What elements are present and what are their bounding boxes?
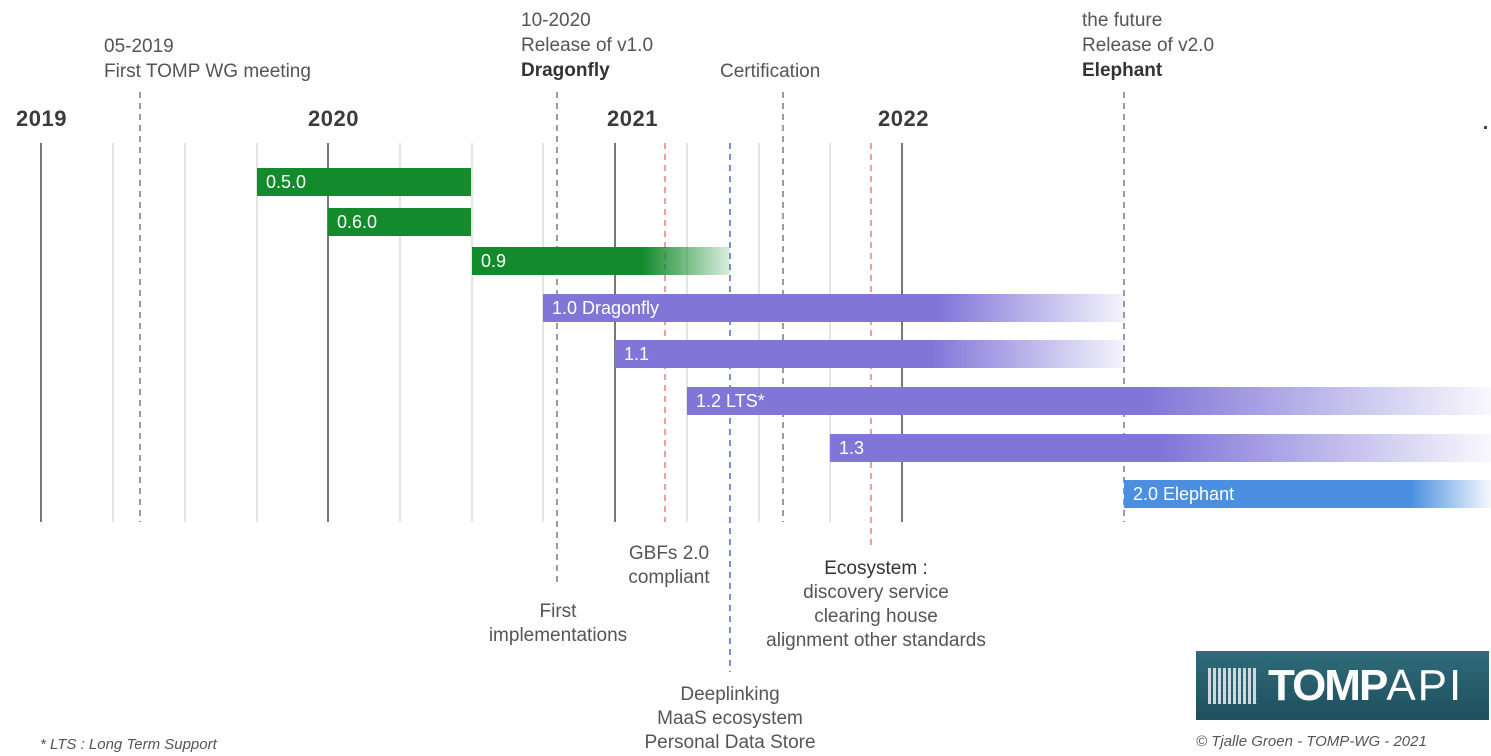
v1-release-label: 10-2020 Release of v1.0 Dragonfly [521,8,653,83]
version-bar-1-2-lts: 1.2 LTS* [687,387,1491,415]
logo-thin-text: API [1386,660,1464,710]
version-bar-1-0-dragonfly: 1.0 Dragonfly [543,294,1125,322]
year-label-2022: 2022 [878,106,929,131]
note-line: implementations [488,625,628,646]
first-meeting-date: 05-2019 [104,36,174,57]
version-bar-0-6-0: 0.6.0 [328,208,471,236]
version-label: 1.2 LTS* [696,390,765,411]
note-line: Deeplinking [680,684,780,705]
first-meeting-text: First TOMP WG meeting [104,61,311,82]
note-line: MaaS ecosystem [657,708,803,729]
version-label: 1.0 Dragonfly [552,297,660,318]
future-date: the future [1082,10,1163,31]
future-name: Elephant [1082,60,1163,81]
year-label-2019: 2019 [16,106,67,131]
first-implementations-note: First implementations [472,600,644,648]
note-line: GBFs 2.0 [628,543,710,564]
version-bar-1-1: 1.1 [615,340,1125,368]
version-bar-0-9: 0.9 [472,247,730,275]
note-line: First [539,601,577,622]
first-meeting-label: 05-2019 First TOMP WG meeting [104,34,311,84]
future-release-label: the future Release of v2.0 Elephant [1082,8,1214,83]
note-line: alignment other standards [766,630,986,651]
certification-text: Certification [720,61,821,82]
copyright-credit: © Tjalle Groen - TOMP-WG - 2021 [1196,733,1427,750]
month-gridlines [40,143,903,522]
year-label-2020: 2020 [308,106,359,131]
deeplinking-note: Deeplinking MaaS ecosystem Personal Data… [620,683,840,755]
dot-mark [1484,126,1487,129]
ecosystem-note: Ecosystem : discovery service clearing h… [736,557,1016,653]
logo-bold-text: TOMP [1268,660,1388,710]
note-line: discovery service [803,582,949,603]
logo-wordmark: TOMPAPI [1268,660,1464,710]
future-text: Release of v2.0 [1082,35,1215,56]
v1-release-name: Dragonfly [521,60,610,81]
lts-footnote: * LTS : Long Term Support [40,736,217,753]
version-bar-0-5-0: 0.5.0 [257,168,471,196]
certification-label: Certification [720,59,820,84]
v1-release-date: 10-2020 [521,10,591,31]
version-label: 1.3 [839,437,865,458]
year-label-2021: 2021 [607,106,658,131]
version-label: 2.0 Elephant [1133,483,1235,504]
version-label: 1.1 [624,343,650,364]
version-label: 0.6.0 [337,211,378,232]
logo-grid-icon [1208,667,1258,704]
v1-release-text: Release of v1.0 [521,35,654,56]
version-bar-2-0-elephant: 2.0 Elephant [1124,480,1491,508]
gbfs-compliant-note: GBFs 2.0 compliant [610,542,728,590]
version-label: 0.9 [481,250,507,271]
note-line: clearing house [814,606,938,627]
note-line: Personal Data Store [644,732,816,753]
tomp-api-logo: TOMPAPI [1196,651,1489,720]
note-line: compliant [628,567,710,588]
note-line: Ecosystem : [824,558,928,579]
version-bar-1-3: 1.3 [830,434,1491,462]
version-label: 0.5.0 [266,171,307,192]
